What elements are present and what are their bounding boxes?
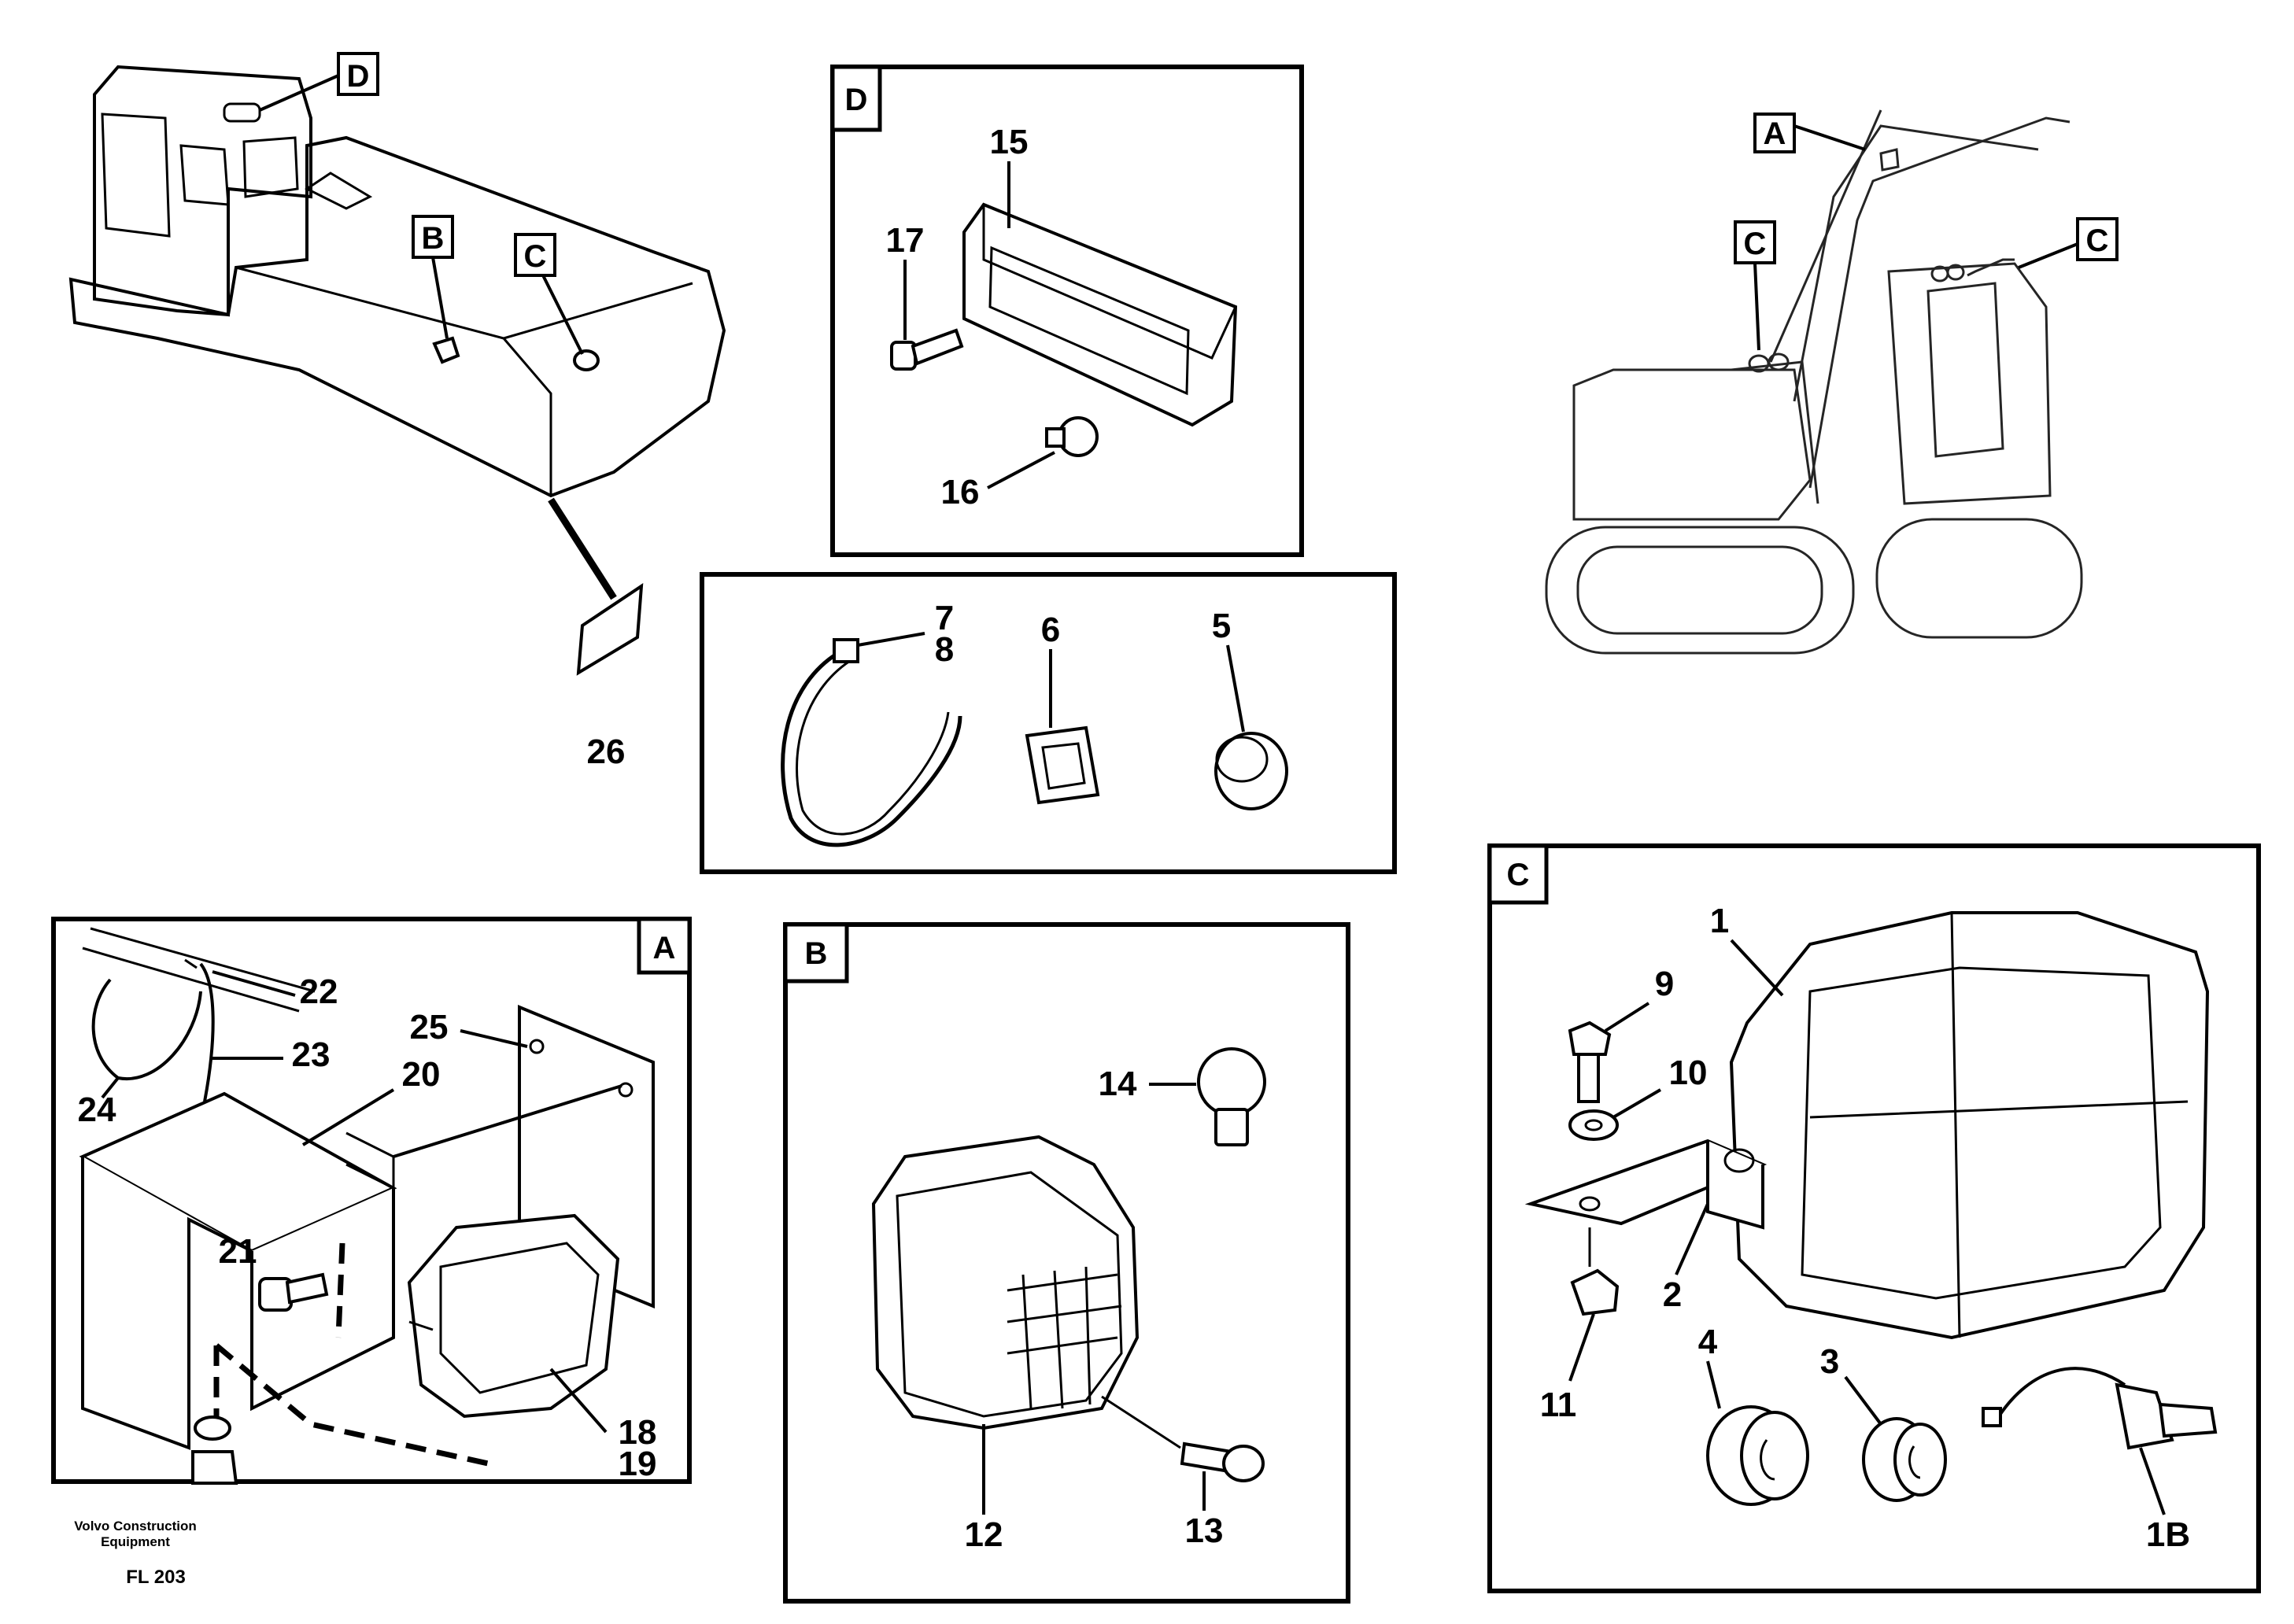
figure-footer: Volvo Construction Equipment FL 203 <box>74 1519 197 1588</box>
part-label-9: 9 <box>1655 965 1674 1003</box>
part-label-16: 16 <box>941 473 980 511</box>
part-label-20: 20 <box>402 1055 441 1094</box>
part-label-1: 1 <box>1710 902 1729 940</box>
part-label-12: 12 <box>965 1515 1003 1554</box>
callout-b: B <box>422 221 445 256</box>
part-label-21: 21 <box>219 1232 257 1271</box>
part-label-17: 17 <box>886 221 925 260</box>
part-label-1b: 1B <box>2146 1515 2190 1554</box>
detail-panel-d: D 15 17 16 <box>830 65 1304 557</box>
overview-right-callouts: A C C <box>1734 113 2119 351</box>
part-label-4: 4 <box>1698 1323 1718 1361</box>
callout-a-right: A <box>1764 116 1786 151</box>
machine-overview-right <box>1545 109 2083 655</box>
panel-a-tag: A <box>653 931 676 965</box>
part-label-22: 22 <box>300 973 338 1011</box>
part-label-19: 19 <box>619 1445 657 1483</box>
detail-panel-b: B 14 12 13 <box>783 922 1350 1604</box>
panel-c-tag: C <box>1507 858 1530 892</box>
part-label-25: 25 <box>410 1008 449 1046</box>
part-label-7: 7 <box>935 599 954 637</box>
part-label-26: 26 <box>587 733 626 771</box>
part-label-2: 2 <box>1663 1275 1682 1314</box>
figure-code: FL 203 <box>126 1567 186 1588</box>
part-label-11: 11 <box>1540 1386 1577 1424</box>
part-label-5: 5 <box>1212 607 1231 645</box>
callout-c-right-1: C <box>1744 227 1767 261</box>
part-label-14: 14 <box>1099 1065 1137 1103</box>
machine-overview-left: D B C 26 <box>68 52 726 771</box>
callout-d: D <box>347 59 370 94</box>
panel-b-tag: B <box>805 936 828 971</box>
part-label-6: 6 <box>1041 611 1060 649</box>
part-label-8: 8 <box>935 630 954 669</box>
manufacturer-line-1: Volvo Construction <box>74 1519 197 1534</box>
part-label-15: 15 <box>990 123 1029 161</box>
part-label-10: 10 <box>1669 1054 1708 1092</box>
part-label-3: 3 <box>1820 1342 1839 1381</box>
manufacturer-line-2: Equipment <box>101 1534 170 1549</box>
callout-c-right-2: C <box>2086 223 2109 258</box>
callout-c: C <box>524 239 547 274</box>
part-label-23: 23 <box>292 1035 331 1074</box>
panel-d-tag: D <box>845 83 868 117</box>
part-label-24: 24 <box>78 1091 116 1129</box>
detail-panel-c: C 1 9 10 <box>1487 843 2261 1593</box>
part-label-13: 13 <box>1185 1511 1224 1550</box>
part-label-18: 18 <box>619 1413 657 1452</box>
detail-panel-clips: 7 8 6 5 <box>700 572 1397 874</box>
detail-panel-a: A 22 25 23 <box>51 917 692 1485</box>
